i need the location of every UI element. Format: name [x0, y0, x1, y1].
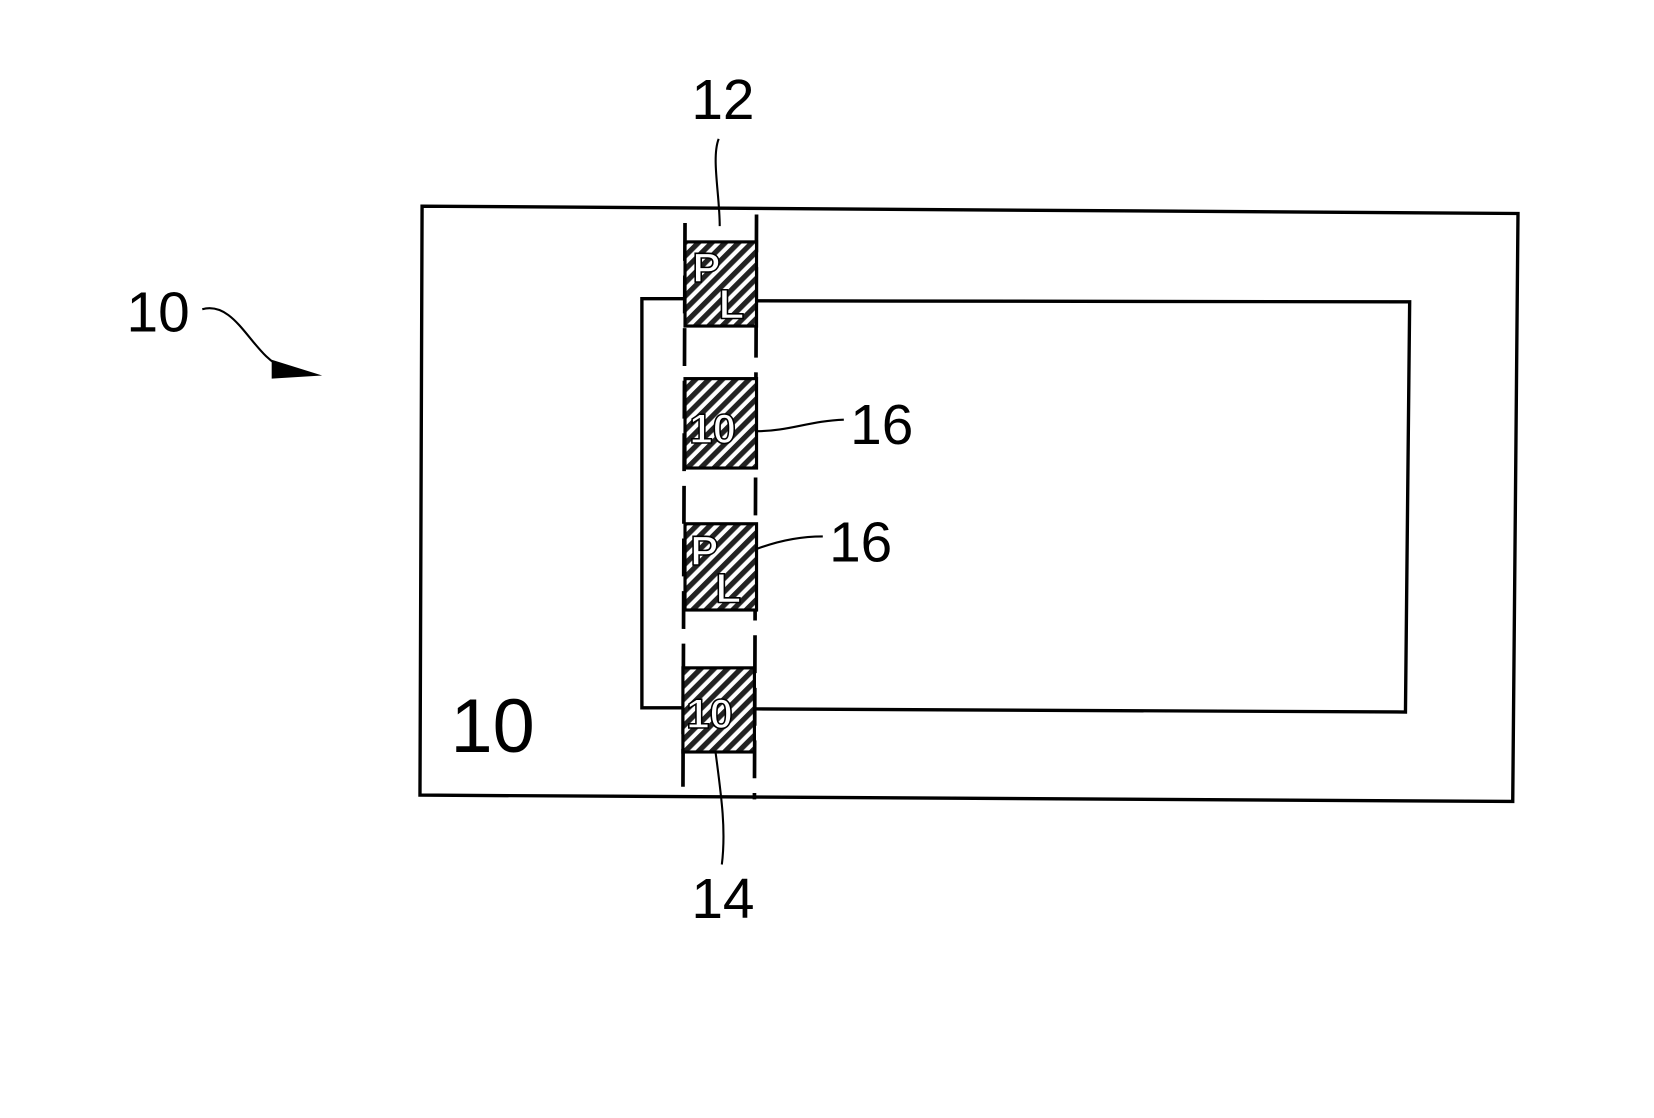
cell-text-l: L: [716, 565, 742, 612]
cell-text-p: P: [692, 244, 720, 291]
leader-16-a: [757, 420, 844, 432]
cell-text-10: 10: [689, 405, 736, 452]
substrate-label-10: 10: [450, 684, 534, 769]
cell-pl-1: P L: [685, 242, 757, 328]
ref-label-12: 12: [691, 69, 754, 132]
cell-pl-2: P L: [685, 524, 757, 612]
leader-12: [716, 139, 720, 226]
ref-label-14: 14: [691, 868, 754, 931]
inner-loop-outline-right: [755, 301, 1409, 712]
leader-16-b: [757, 536, 823, 549]
leader-10-arrow: [202, 308, 284, 368]
ref-label-10-system: 10: [127, 281, 190, 344]
cell-10-2: 10: [683, 668, 755, 752]
cell-10-1: 10: [685, 379, 757, 468]
inner-loop-outline: [642, 299, 685, 708]
cell-text-l: L: [719, 281, 745, 328]
cell-text-p: P: [690, 527, 718, 574]
leader-14: [716, 752, 724, 865]
ref-label-16-b: 16: [829, 512, 892, 575]
arrowhead-icon: [272, 360, 322, 379]
ref-label-16-a: 16: [850, 394, 913, 457]
cell-text-10: 10: [686, 690, 733, 737]
